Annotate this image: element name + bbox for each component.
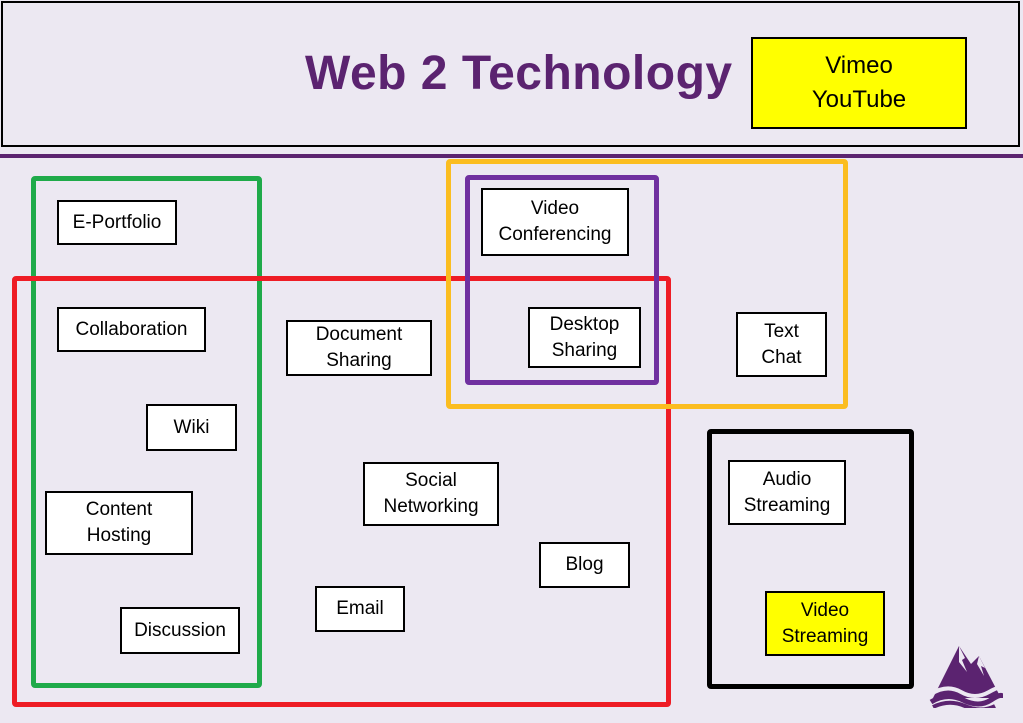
page-title: Web 2 Technology (305, 47, 733, 100)
collaboration-box: Collaboration (57, 307, 206, 352)
video-conferencing-box: Video Conferencing (481, 188, 629, 256)
blog-box: Blog (539, 542, 630, 588)
desktop-sharing-box: Desktop Sharing (528, 307, 641, 368)
discussion-box: Discussion (120, 607, 240, 654)
eportfolio-box: E-Portfolio (57, 200, 177, 245)
wiki-box: Wiki (146, 404, 237, 451)
group-black (707, 429, 914, 689)
group-green (31, 176, 262, 688)
group-orange (446, 159, 848, 409)
document-sharing-box: Document Sharing (286, 320, 432, 376)
group-purple (465, 175, 659, 385)
text-chat-box: Text Chat (736, 312, 827, 377)
mountain-waves-logo-icon (929, 646, 1003, 708)
video-streaming-box: Video Streaming (765, 591, 885, 656)
content-hosting-box: Content Hosting (45, 491, 193, 555)
email-box: Email (315, 586, 405, 632)
social-networking-box: Social Networking (363, 462, 499, 526)
audio-streaming-box: Audio Streaming (728, 460, 846, 525)
vimeo-youtube-box: Vimeo YouTube (751, 37, 967, 129)
header-divider (0, 154, 1023, 158)
group-red (12, 276, 671, 707)
